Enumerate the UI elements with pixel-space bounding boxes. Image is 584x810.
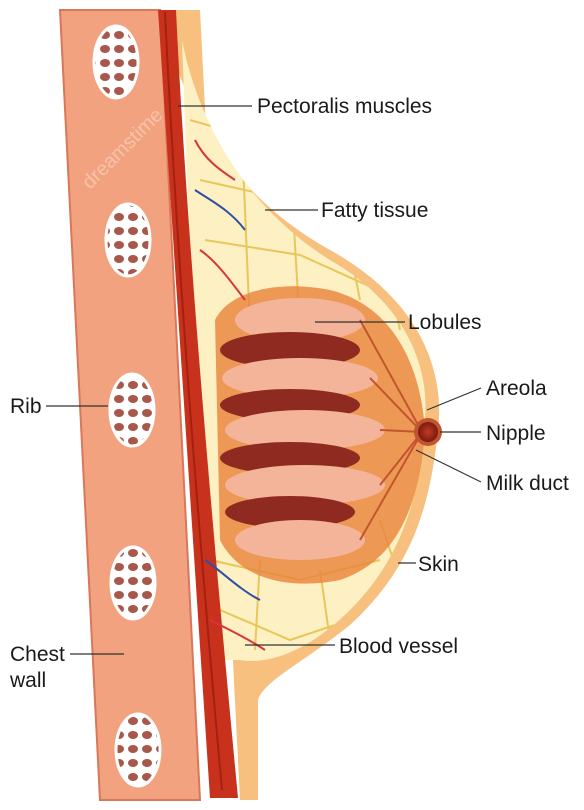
label-milk-duct: Milk duct <box>486 472 569 496</box>
label-skin: Skin <box>418 553 459 577</box>
rib-5 <box>116 714 160 786</box>
rib-3 <box>110 374 154 446</box>
rib-2 <box>106 204 150 276</box>
label-chest-wall-line2: wall <box>10 669 46 693</box>
label-chest-wall-line1: Chest <box>10 643 65 667</box>
rib-4 <box>111 547 155 619</box>
label-rib: Rib <box>10 395 42 419</box>
nipple-shape <box>418 422 438 442</box>
rib-1 <box>94 26 138 98</box>
label-areola: Areola <box>486 377 547 401</box>
label-blood-vessel: Blood vessel <box>339 635 458 659</box>
label-nipple: Nipple <box>486 422 546 446</box>
label-lobules: Lobules <box>408 311 482 335</box>
label-fatty-tissue: Fatty tissue <box>321 199 428 223</box>
label-pectoralis-muscles: Pectoralis muscles <box>257 95 432 119</box>
